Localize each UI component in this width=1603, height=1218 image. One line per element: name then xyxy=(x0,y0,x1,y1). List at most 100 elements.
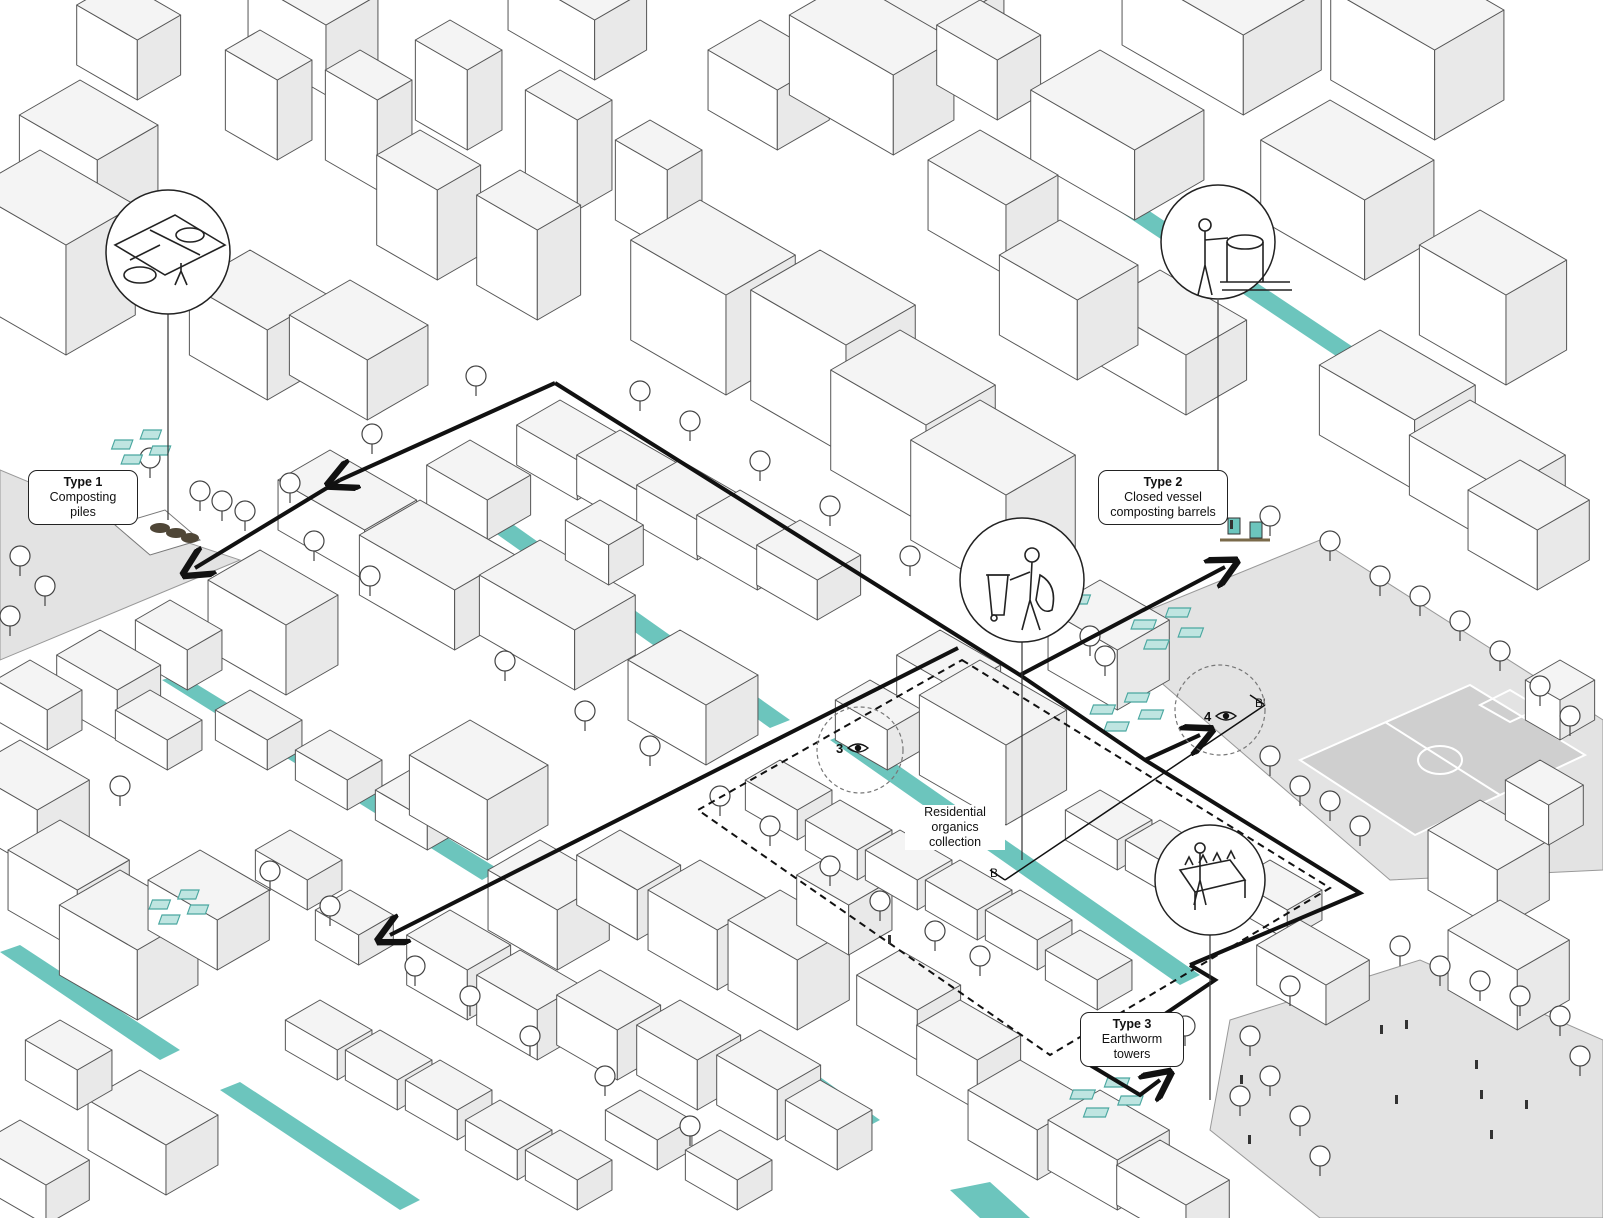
tree-icon xyxy=(459,985,481,1016)
tree-icon xyxy=(759,815,781,846)
tree-icon xyxy=(189,480,211,511)
tree-icon xyxy=(494,650,516,681)
building xyxy=(224,29,313,161)
tree-icon xyxy=(139,447,161,478)
tree-icon xyxy=(1569,1045,1591,1076)
building xyxy=(147,849,270,971)
vignette-type3 xyxy=(1154,824,1266,936)
tree-icon xyxy=(319,895,341,926)
tree-icon xyxy=(1409,585,1431,616)
tree-icon xyxy=(1259,745,1281,776)
type1-callout: Type 1 Composting piles xyxy=(28,470,138,525)
tree-icon xyxy=(234,500,256,531)
type3-line2: towers xyxy=(1113,1047,1151,1061)
tree-icon xyxy=(869,890,891,921)
tree-icon xyxy=(1289,1105,1311,1136)
tree-icon xyxy=(629,380,651,411)
tree-icon xyxy=(259,860,281,891)
waste-bin-person-icon xyxy=(986,547,1055,631)
building xyxy=(476,169,582,321)
tree-icon xyxy=(1279,975,1301,1006)
building xyxy=(1116,1139,1230,1218)
plaza-bottom-right xyxy=(1209,959,1603,1218)
residential-line3: collection xyxy=(928,835,982,849)
building xyxy=(0,659,83,751)
tree-icon xyxy=(0,605,21,636)
tree-icon xyxy=(1469,970,1491,1001)
building xyxy=(507,0,648,81)
tree-icon xyxy=(1529,675,1551,706)
tree-icon xyxy=(109,775,131,806)
building xyxy=(294,729,383,811)
canal-8 xyxy=(950,1182,1030,1218)
building xyxy=(426,439,532,541)
vignette-type1 xyxy=(105,189,231,315)
residential-line2: organics xyxy=(931,820,979,834)
building xyxy=(1467,459,1590,591)
eye-icon xyxy=(846,743,870,753)
tree-icon xyxy=(1559,705,1581,736)
tree-icon xyxy=(1229,1085,1251,1116)
building xyxy=(288,279,429,421)
tree-icon xyxy=(1489,640,1511,671)
route-left xyxy=(390,646,959,935)
building xyxy=(24,1019,113,1111)
tree-icon xyxy=(969,945,991,976)
building xyxy=(1121,0,1322,116)
tree-icon xyxy=(574,700,596,731)
route-to-type2 xyxy=(1019,567,1225,677)
compost-pile-icon xyxy=(113,214,227,286)
tree-icon xyxy=(1094,645,1116,676)
type2-title: Type 2 xyxy=(1143,475,1183,489)
tree-icon xyxy=(679,410,701,441)
building xyxy=(114,689,203,771)
tree-icon xyxy=(1449,610,1471,641)
tree-icon xyxy=(594,1065,616,1096)
building xyxy=(414,19,503,151)
tree-icon xyxy=(819,495,841,526)
tree-icon xyxy=(1259,505,1281,536)
building xyxy=(478,539,636,691)
building xyxy=(1260,99,1435,281)
tree-icon xyxy=(1259,1065,1281,1096)
tree-icon xyxy=(1319,790,1341,821)
tree-icon xyxy=(749,450,771,481)
tree-icon xyxy=(279,472,301,503)
tree-icon xyxy=(1509,985,1531,1016)
building xyxy=(727,889,850,1031)
type2-callout: Type 2 Closed vessel composting barrels xyxy=(1098,470,1228,525)
tree-icon xyxy=(1389,935,1411,966)
building xyxy=(207,549,339,696)
tree-icon xyxy=(404,955,426,986)
vignette-bin xyxy=(959,517,1085,643)
tree-icon xyxy=(679,1115,701,1146)
compost-barrel-worker-icon xyxy=(1197,218,1292,296)
earthworm-tower-icon xyxy=(1178,842,1247,910)
type2-line2: composting barrels xyxy=(1110,505,1216,519)
building xyxy=(756,519,862,621)
building xyxy=(408,719,549,861)
tree-icon xyxy=(211,490,233,521)
view-circle-4 xyxy=(1174,664,1266,756)
tree-icon xyxy=(1549,1005,1571,1036)
building xyxy=(564,499,644,586)
residential-boundary xyxy=(696,658,1332,1057)
building xyxy=(834,679,923,771)
building xyxy=(1504,759,1584,846)
building xyxy=(0,1119,90,1218)
building xyxy=(1044,929,1133,1011)
building xyxy=(214,689,303,771)
type1-line2: piles xyxy=(70,505,96,519)
building xyxy=(998,219,1139,381)
planter-group-4 xyxy=(148,889,210,925)
tree-icon xyxy=(303,530,325,561)
tree-icon xyxy=(1309,1145,1331,1176)
trees-layer xyxy=(0,365,1591,1176)
tree-icon xyxy=(34,575,56,606)
canal-5 xyxy=(0,945,180,1060)
building xyxy=(604,1089,693,1171)
route-to-type1 xyxy=(340,381,556,480)
section-line xyxy=(989,694,1266,881)
